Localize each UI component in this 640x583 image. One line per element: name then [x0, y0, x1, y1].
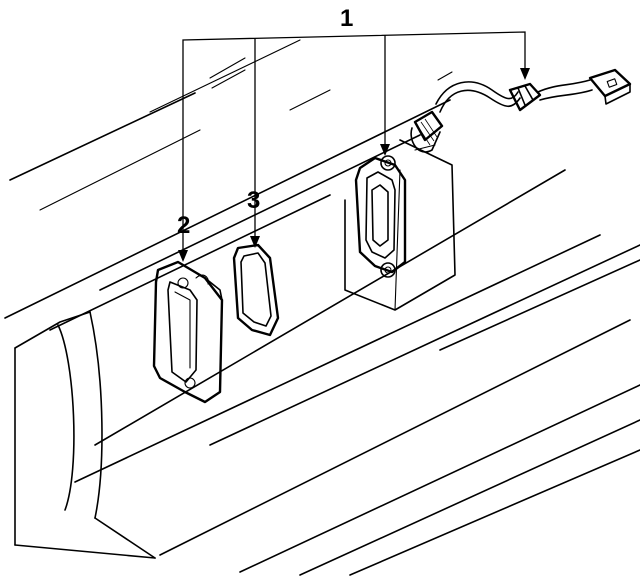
gasket-part [232, 243, 280, 337]
lamp-assembly-part [354, 68, 632, 278]
leaders [178, 31, 530, 262]
body-panel [4, 39, 640, 576]
callout-3: 3 [247, 187, 260, 214]
panel-recess [344, 139, 456, 311]
lamp-housing-part [152, 260, 224, 404]
callout-2: 2 [177, 212, 190, 239]
callout-1: 1 [340, 5, 353, 32]
